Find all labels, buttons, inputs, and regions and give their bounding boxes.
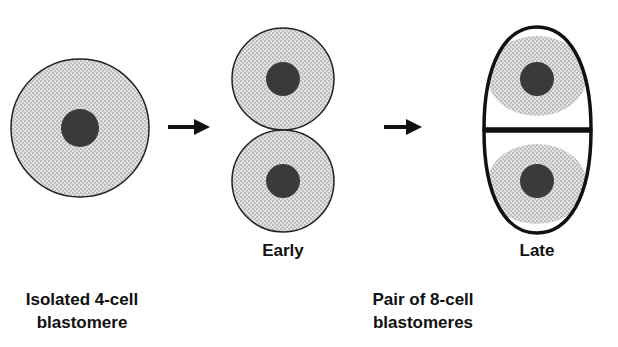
arrow <box>384 119 422 135</box>
blastomere-pair-early <box>232 28 334 232</box>
caption-label: Pair of 8-cell blastomeres <box>343 288 503 334</box>
blastomere-pair-late <box>484 27 591 233</box>
blastomere-cell <box>11 59 149 197</box>
caption-label: Isolated 4-cell blastomere <box>7 288 157 334</box>
stage-label: Late <box>477 239 597 262</box>
stage-label: Early <box>223 239 343 262</box>
arrow <box>168 119 210 135</box>
